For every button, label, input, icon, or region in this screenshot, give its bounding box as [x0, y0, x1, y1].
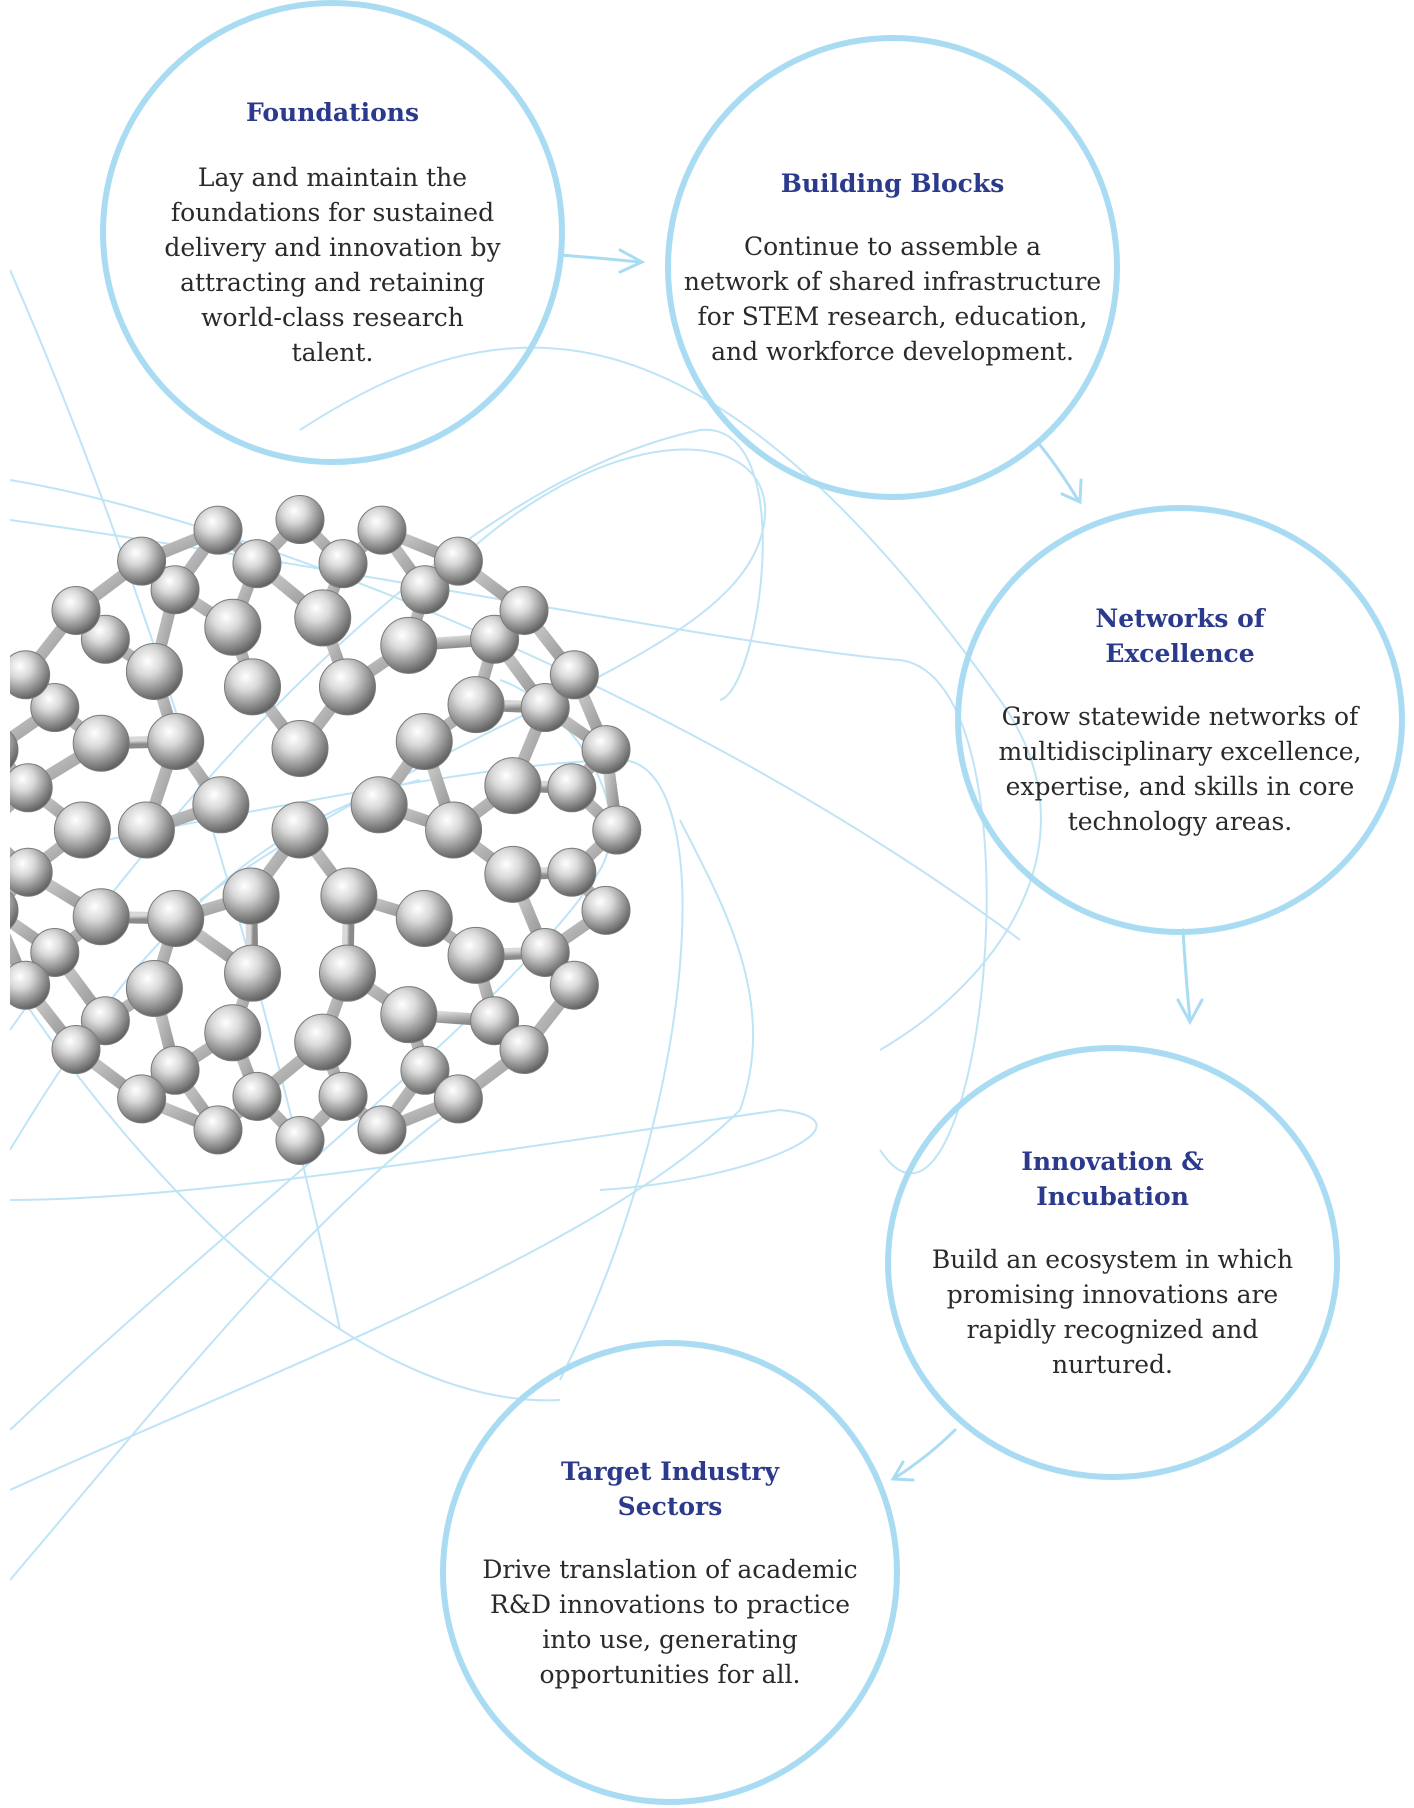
molecule-atom: [117, 1074, 167, 1124]
molecule-atom: [318, 1071, 368, 1121]
molecule-atom: [53, 801, 111, 859]
molecule-atom: [222, 867, 280, 925]
molecule-atom: [547, 847, 597, 897]
molecule-atom: [395, 889, 453, 947]
molecule-atom: [204, 1004, 262, 1062]
molecule-atom: [275, 495, 325, 545]
node-foundations-title: Foundations: [245, 98, 420, 127]
molecule-atom: [520, 683, 570, 733]
molecule-atom: [0, 806, 7, 854]
molecule-atom: [395, 713, 453, 771]
molecule-atom: [72, 714, 130, 772]
node-networks-of-excellence-text: Grow statewide networks of multidiscipli…: [998, 702, 1362, 836]
node-foundations-text: Lay and maintain the foundations for sus…: [164, 163, 501, 367]
molecule-atom: [30, 927, 80, 977]
molecule-atom: [72, 888, 130, 946]
node-building-blocks-text: Continue to assemble a network of shared…: [683, 232, 1102, 366]
arrow-innovation-to-target: [890, 1428, 957, 1482]
molecule-atom: [357, 1105, 407, 1155]
molecule-atom: [232, 539, 282, 589]
molecule-atom: [10, 960, 51, 1010]
molecule-atom: [592, 805, 642, 855]
molecule-atom: [380, 986, 438, 1044]
molecule-atom: [275, 1115, 325, 1165]
molecule-atom: [10, 763, 53, 813]
molecule-atom: [433, 536, 483, 586]
molecule-atom: [318, 944, 376, 1002]
molecule-atom: [125, 643, 183, 701]
node-networks-of-excellence-title: Networks of Excellence: [1095, 604, 1265, 668]
molecule-atom: [147, 889, 205, 947]
molecule-atom: [357, 505, 407, 555]
molecule-atom: [547, 763, 597, 813]
node-innovation-incubation-text: Build an ecosystem in which promising in…: [931, 1244, 1294, 1379]
molecule-atom: [425, 801, 483, 859]
molecule-atom: [484, 845, 542, 903]
molecule-atom: [30, 683, 80, 733]
molecule-atom: [10, 650, 51, 700]
molecule-atom: [499, 585, 549, 635]
molecule-atom: [294, 1013, 352, 1071]
node-innovation-incubation-title: Innovation & Incubation: [1021, 1146, 1204, 1211]
node-building-blocks-title: Building Blocks: [780, 169, 1005, 198]
molecule-atom: [581, 725, 631, 775]
molecule-atom: [380, 616, 438, 674]
molecule-atom: [204, 598, 262, 656]
molecule-atom: [581, 885, 631, 935]
molecule-atom: [117, 801, 175, 859]
flow-arrows: [558, 248, 1204, 1482]
molecule-atom: [400, 1045, 450, 1095]
molecule-atom: [232, 1071, 282, 1121]
molecule-atom: [499, 1025, 549, 1075]
molecule-atom: [224, 658, 282, 716]
arrow-foundations-to-building: [558, 248, 646, 274]
molecule-atom: [147, 713, 205, 771]
molecule-atom: [350, 776, 408, 834]
molecule-atom: [125, 959, 183, 1017]
molecule-atom: [271, 719, 329, 777]
molecule-atom: [193, 505, 243, 555]
node-target-industry-sectors-text: Drive translation of academic R&D innova…: [482, 1554, 858, 1689]
buckyball-molecule: [0, 495, 642, 1165]
molecule-atom: [549, 650, 599, 700]
molecule-atom: [150, 565, 200, 615]
molecule-atom: [10, 731, 19, 769]
molecule-atom: [400, 565, 450, 615]
node-target-industry-sectors: Target Industry Sectors Drive translatio…: [440, 1340, 900, 1805]
molecule-atom: [318, 539, 368, 589]
molecule-atom: [117, 536, 167, 586]
molecule-atom: [193, 1105, 243, 1155]
molecule-atom: [520, 927, 570, 977]
molecule-atom: [192, 776, 250, 834]
arrow-networks-to-innovation: [1176, 928, 1204, 1026]
molecule-atom: [484, 757, 542, 815]
molecule-atom: [224, 944, 282, 1002]
node-foundations: Foundations Lay and maintain the foundat…: [100, 0, 565, 465]
molecule-atom: [51, 585, 101, 635]
molecule-atom: [51, 1025, 101, 1075]
molecule-atom: [447, 676, 505, 734]
node-innovation-incubation: Innovation & Incubation Build an ecosyst…: [885, 1045, 1340, 1480]
molecule-atom: [10, 847, 53, 897]
molecule-atoms: [0, 495, 642, 1165]
molecule-atom: [549, 960, 599, 1010]
molecule-atom: [150, 1045, 200, 1095]
molecule-atom: [10, 891, 19, 929]
molecule-atom: [433, 1074, 483, 1124]
arrow-building-to-networks: [1038, 443, 1083, 505]
molecule-atom: [447, 926, 505, 984]
molecule-atom: [294, 589, 352, 647]
molecule-atom: [271, 801, 329, 859]
molecule-atom: [318, 658, 376, 716]
node-building-blocks: Building Blocks Continue to assemble a n…: [665, 35, 1120, 500]
node-networks-of-excellence: Networks of Excellence Grow statewide ne…: [955, 505, 1405, 935]
node-target-industry-sectors-title: Target Industry Sectors: [560, 1456, 780, 1521]
molecule-atom: [320, 867, 378, 925]
